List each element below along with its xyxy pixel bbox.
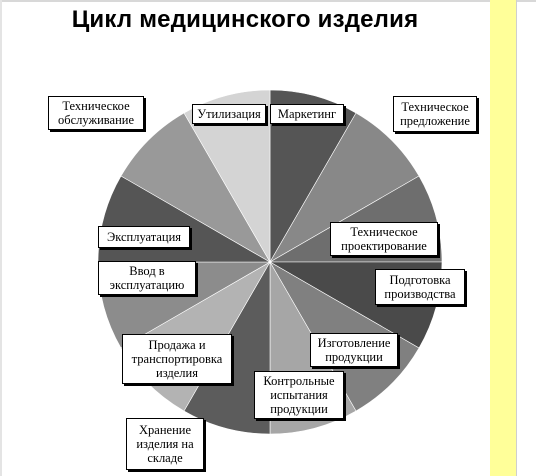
segment-label-line: Хранение [139,423,191,437]
segment-label-line: продукции [325,350,383,364]
cycle-sector [269,89,357,264]
segment-label: Маркетинг [270,104,344,124]
cycle-sector [269,112,420,263]
segment-label-line: транспортировка [131,352,223,366]
segment-label-line: складе [147,451,183,465]
segment-label-line: Ввод в [129,264,165,278]
segment-label-line: Утилизация [197,107,261,121]
segment-label-line: Техническое [401,100,469,114]
segment-label-line: Изготовление [317,336,391,350]
segment-label-line: изделия на [136,437,194,451]
side-stripe [490,0,516,476]
segment-label-line: Маркетинг [277,107,337,121]
segment-label-line: Контрольные [263,374,335,388]
cycle-sector [120,112,271,263]
diagram-title: Цикл медицинского изделия [71,6,419,33]
segment-label-line: Подготовка [389,273,451,287]
segment-label-line: изделия [156,366,198,380]
segment-label: Утилизация [192,104,266,124]
segment-label-line: Техническое [62,99,130,113]
segment-label-line: эксплуатацию [109,278,185,292]
top-border [0,0,536,2]
segment-label-line: Эксплуатация [106,230,182,244]
segment-label-line: обслуживание [57,113,135,127]
segment-label-line: проектирование [341,239,427,253]
segment-label-line: производства [384,287,456,301]
segment-label-line: Техническое [350,225,418,239]
segment-label: Эксплуатация [98,226,190,248]
segment-label-line: продукции [270,402,328,416]
left-border [0,0,2,476]
segment-label-line: предложение [400,114,470,128]
segment-label-line: испытания [270,388,328,402]
segment-label-line: Продажа и [148,338,206,352]
right-border [516,0,517,476]
cycle-sector [183,89,271,264]
